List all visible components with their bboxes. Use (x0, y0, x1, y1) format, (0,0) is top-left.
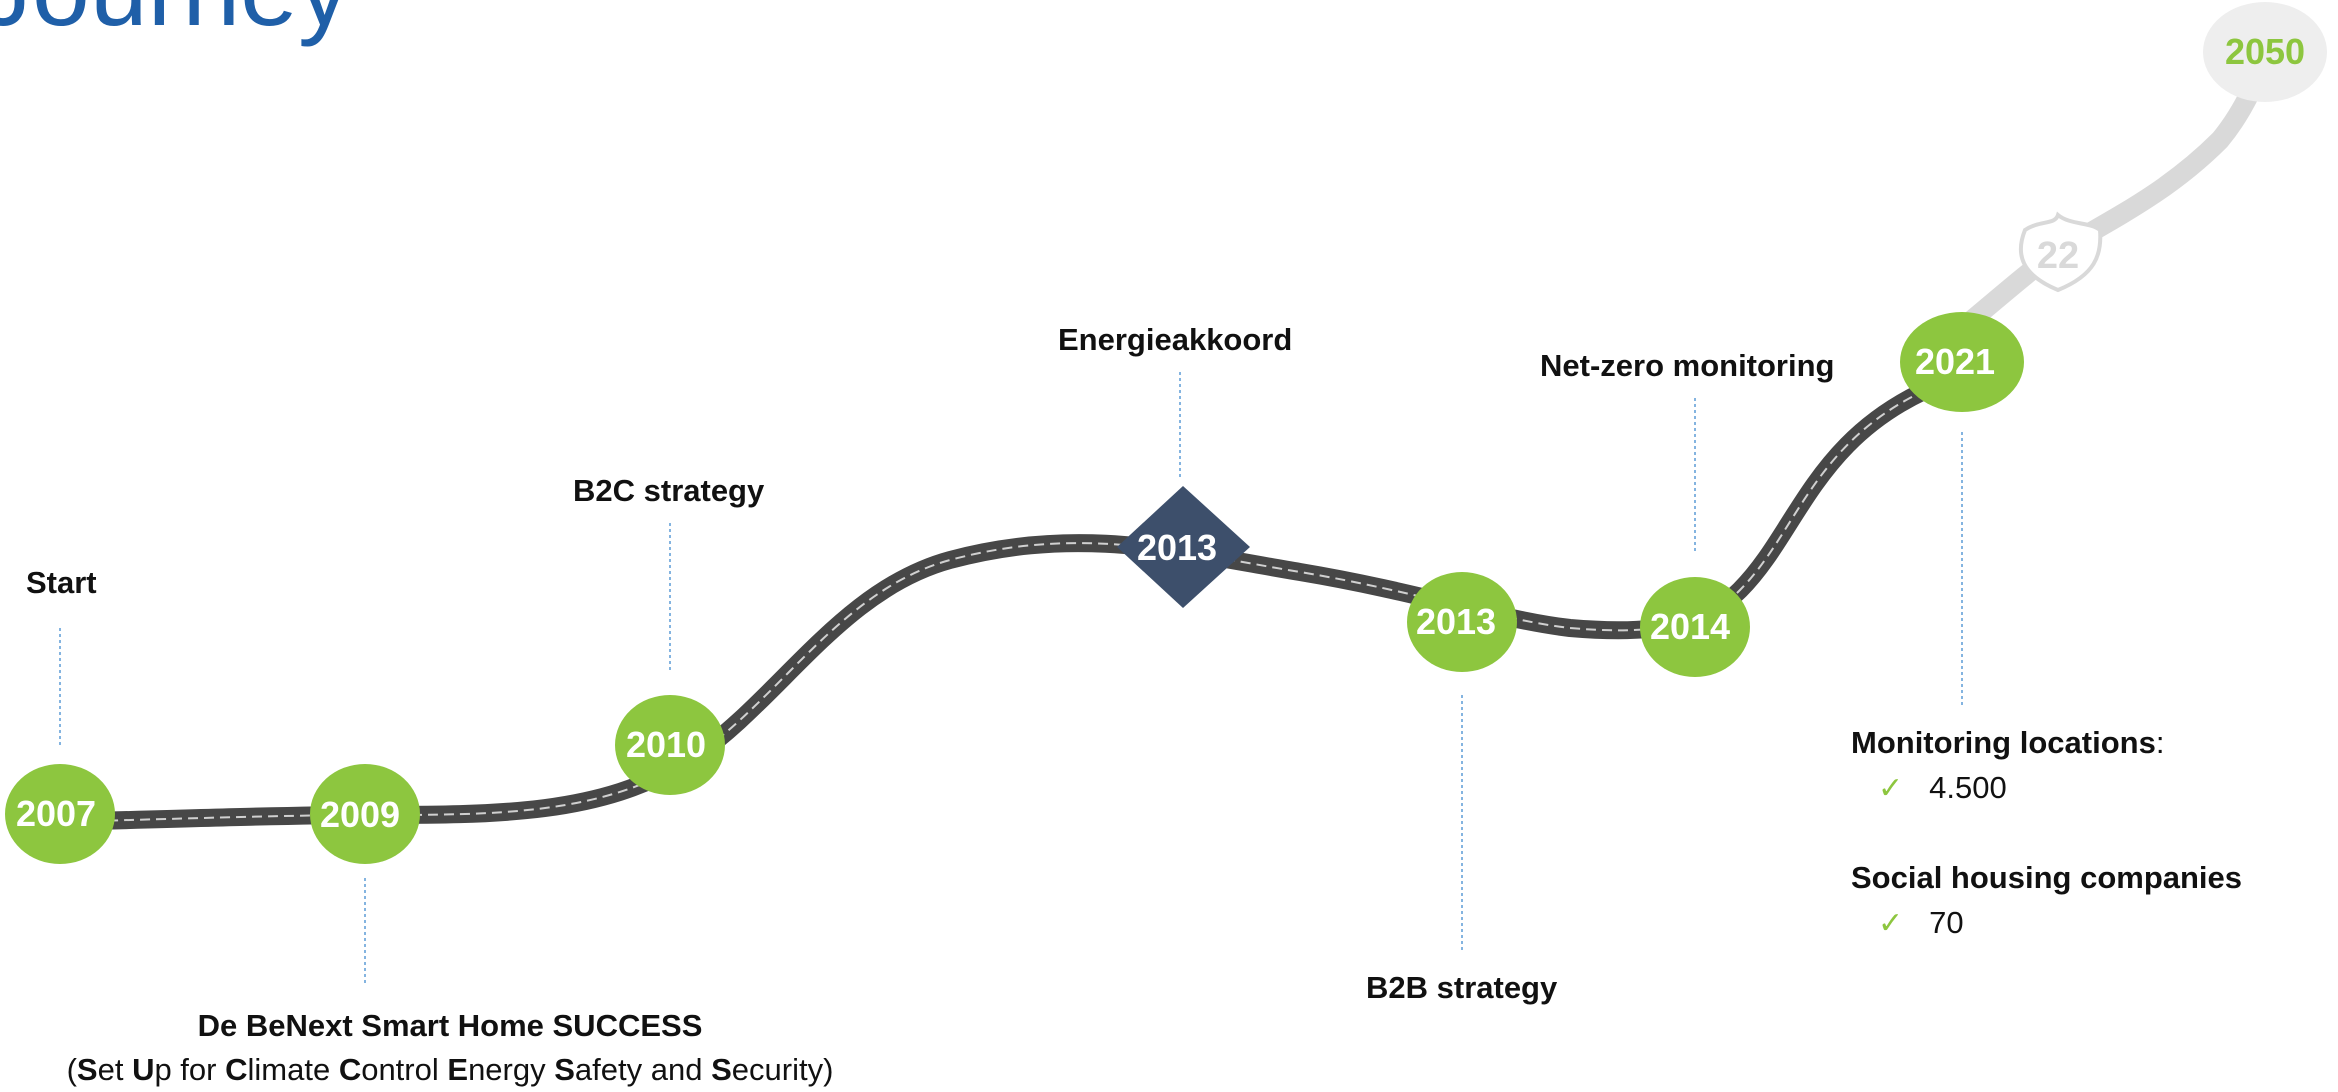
stat-monitoring-item: ✓ 4.500 (1878, 770, 2007, 806)
label-energieakkoord: Energieakkoord (1058, 322, 1293, 357)
milestone-2013: 2013 (1407, 572, 1517, 672)
milestone-2021-label: 2021 (1915, 341, 1995, 382)
milestone-2050: 2050 (2203, 2, 2327, 102)
road-sign-label: 22 (2037, 235, 2079, 277)
stat-monitoring-value: 4.500 (1929, 770, 2007, 805)
milestone-2014: 2014 (1640, 577, 1750, 677)
acronym-initial: E (447, 1052, 469, 1087)
milestone-2050-label: 2050 (2225, 31, 2305, 72)
label-b2c-strategy: B2C strategy (573, 473, 765, 508)
stat-monitoring-colon: : (2155, 725, 2165, 760)
milestone-2021: 2021 (1900, 312, 2024, 412)
milestone-2013-label: 2013 (1416, 601, 1496, 642)
acronym-initial: S (554, 1052, 575, 1087)
label-net-zero-monitoring: Net-zero monitoring (1540, 348, 1835, 383)
acronym-rest: nergy (468, 1052, 555, 1087)
milestone-2010: 2010 (615, 695, 725, 795)
stat-monitoring-label: Monitoring locations (1851, 725, 2156, 760)
check-icon: ✓ (1878, 907, 1904, 940)
acronym-rest: ecurity (731, 1052, 824, 1087)
label-b2b-strategy: B2B strategy (1366, 970, 1558, 1005)
check-icon: ✓ (1878, 772, 1904, 805)
milestone-2013-diamond-label: 2013 (1137, 527, 1217, 568)
acronym-initial: C (338, 1052, 362, 1087)
stat-housing-item: ✓ 70 (1878, 905, 1964, 941)
acronym-initial: U (132, 1052, 155, 1087)
milestone-2013-energieakkoord: 2013 (1117, 486, 1250, 608)
acronym-initial: S (76, 1052, 98, 1087)
label-benext-title: De BeNext Smart Home SUCCESS (197, 1008, 703, 1043)
milestone-2010-label: 2010 (626, 724, 706, 765)
stat-housing-title: Social housing companies (1851, 860, 2243, 895)
milestone-2014-label: 2014 (1650, 606, 1730, 647)
stat-housing-value: 70 (1929, 905, 1964, 940)
future-road (1950, 45, 2280, 340)
label-benext-subtitle: (Set Up for Climate Control Energy Safet… (66, 1052, 834, 1087)
acronym-rest: afety and (574, 1052, 712, 1087)
milestone-2009: 2009 (310, 764, 420, 864)
acronym-initial: S (711, 1052, 732, 1087)
acronym-rest: p for (154, 1052, 226, 1087)
road-sign-icon: 22 (2018, 211, 2103, 293)
acronym-initial: C (225, 1052, 248, 1087)
stat-monitoring-title: Monitoring locations: (1851, 725, 2164, 761)
page-title: Journey (0, 0, 350, 42)
milestone-2007-label: 2007 (16, 793, 96, 834)
acronym-rest: ontrol (361, 1052, 448, 1087)
acronym-rest: limate (247, 1052, 339, 1087)
acronym-rest: et (97, 1052, 133, 1087)
label-start: Start (26, 565, 97, 600)
milestone-2007: 2007 (5, 764, 115, 864)
milestone-2009-label: 2009 (320, 794, 400, 835)
